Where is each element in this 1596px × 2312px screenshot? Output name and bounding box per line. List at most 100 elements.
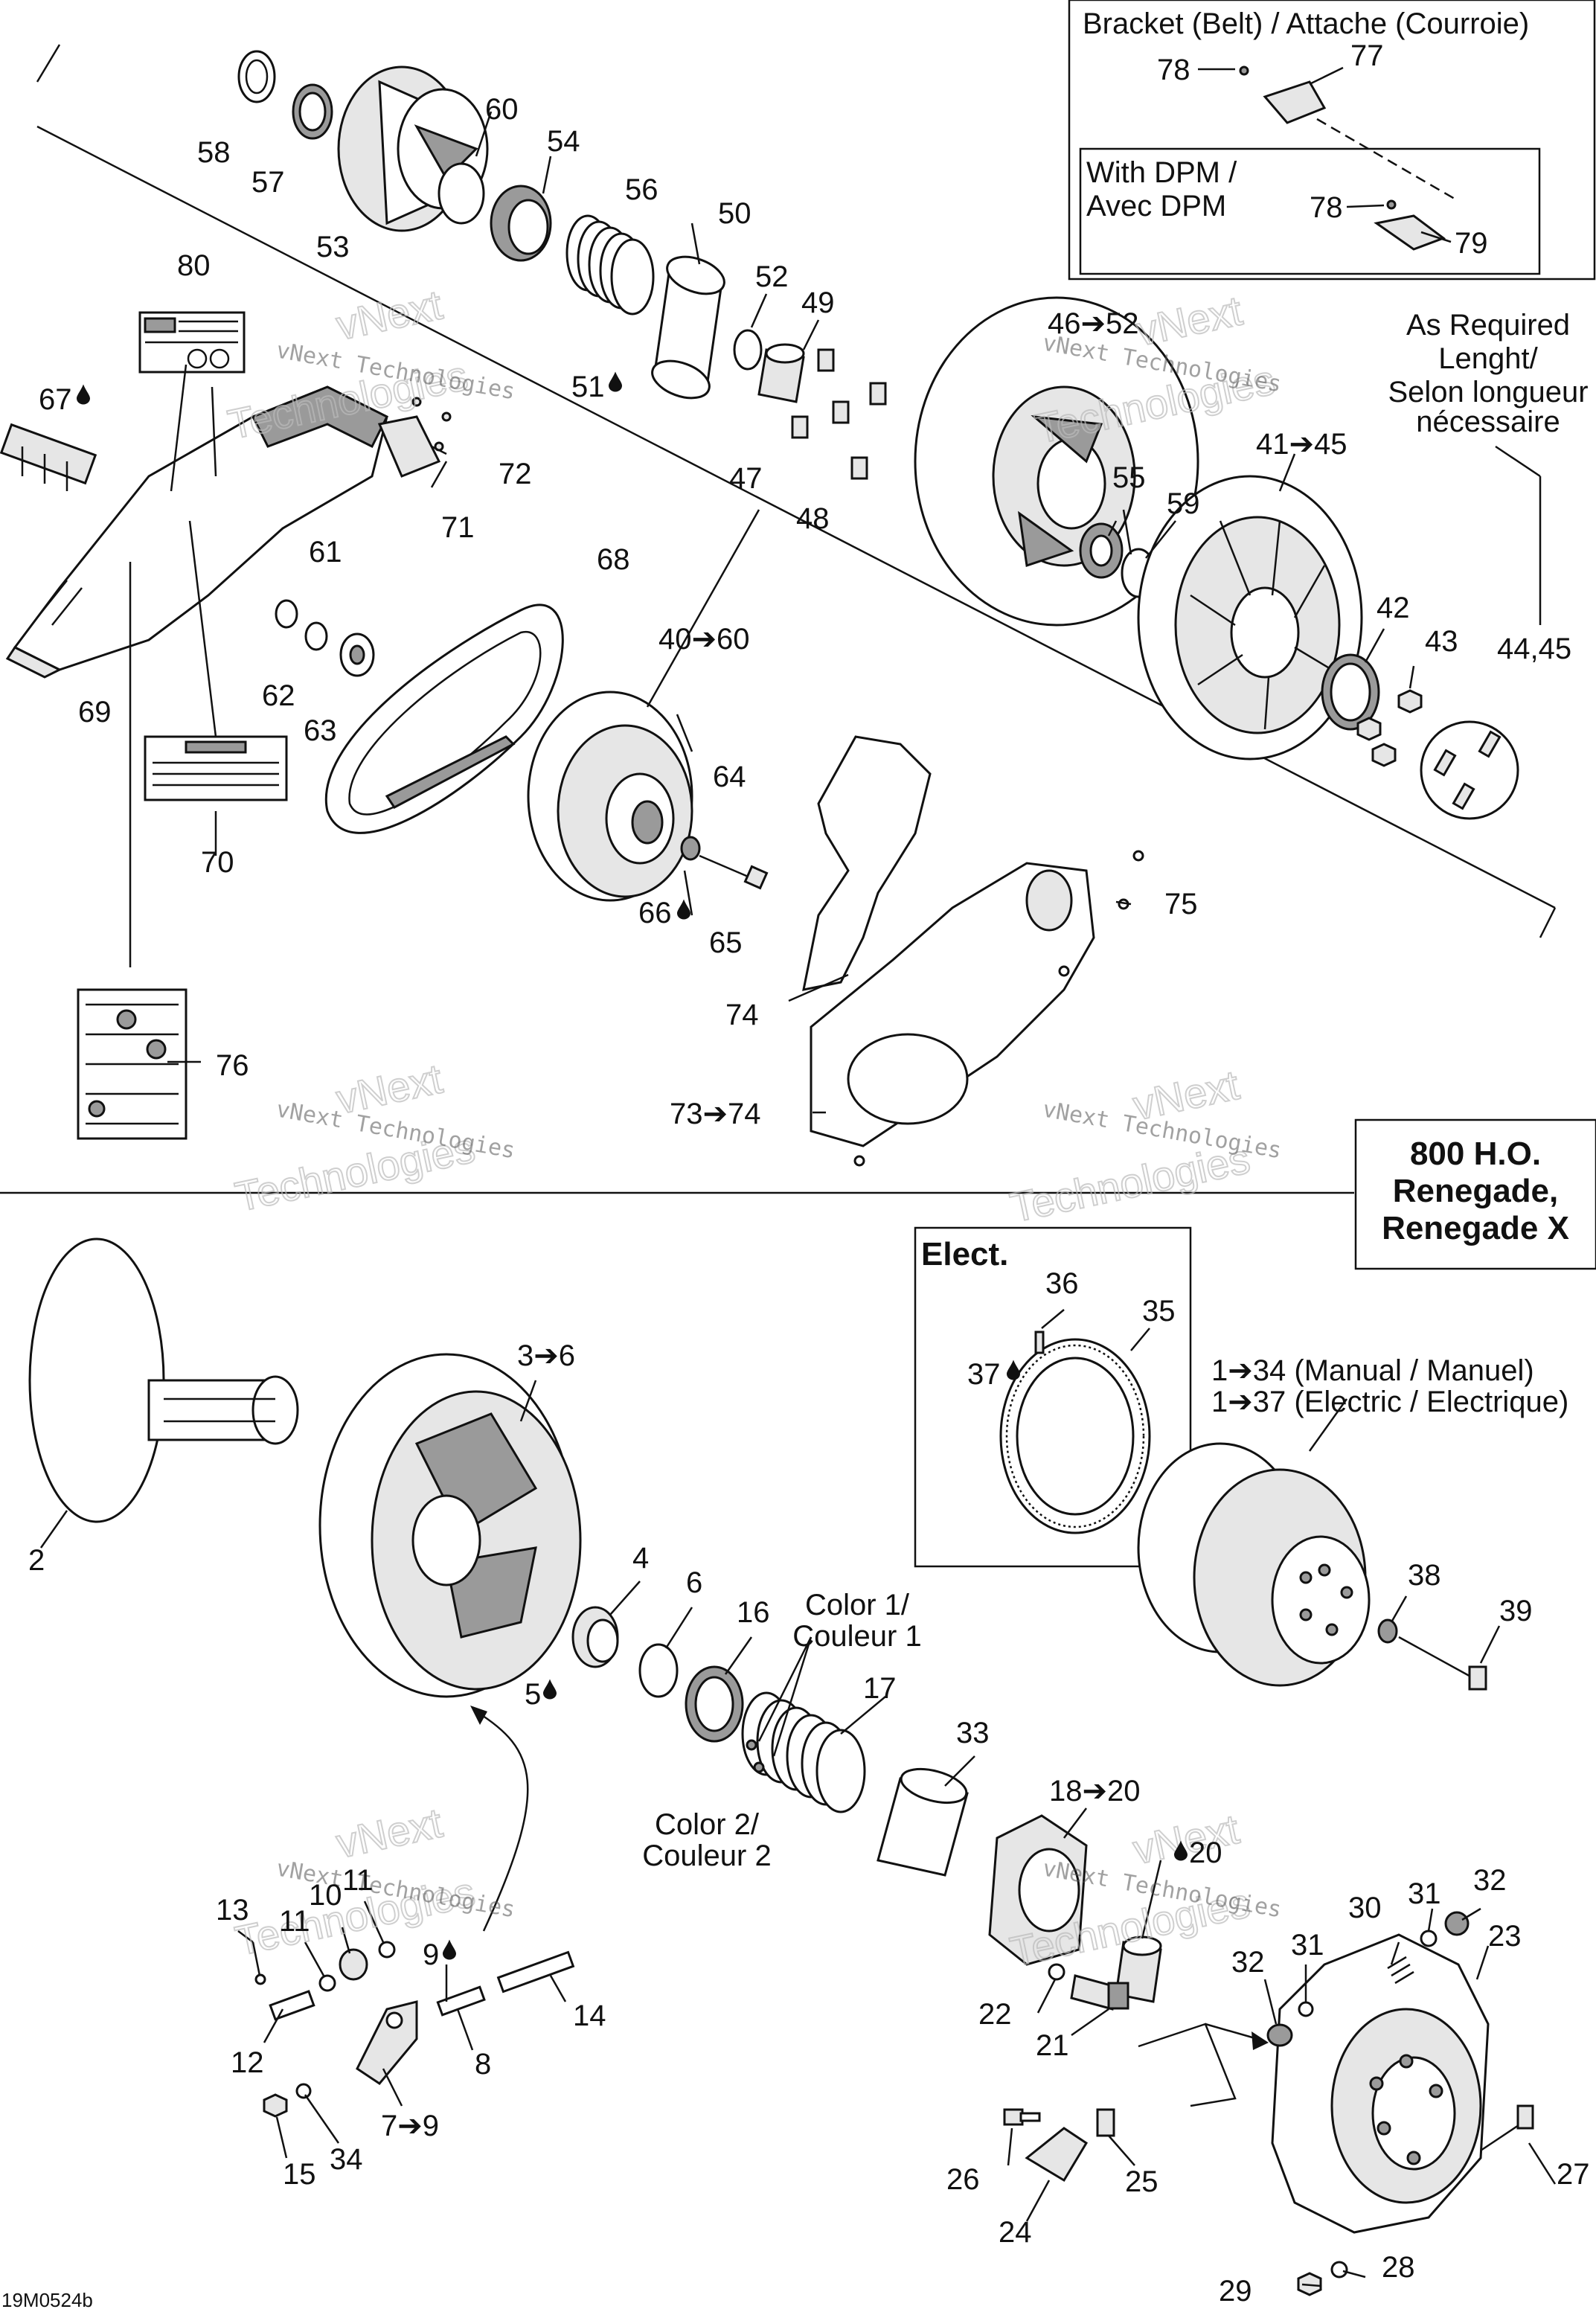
color-2-a: Color 2/ bbox=[655, 1808, 760, 1841]
part-22-washer bbox=[1048, 1963, 1065, 1981]
callout-76: 76 bbox=[216, 1049, 249, 1082]
part-34-washer bbox=[295, 2083, 312, 2099]
bracket-inset bbox=[1068, 0, 1596, 281]
range-electric: 1➔37 (Electric / Electrique) bbox=[1211, 1386, 1568, 1418]
callout-72: 72 bbox=[499, 458, 532, 490]
callout-42: 42 bbox=[1377, 592, 1410, 624]
part-3-6-movable-sheave bbox=[318, 1353, 582, 1698]
callout-62: 62 bbox=[262, 679, 295, 712]
callout-10: 10 bbox=[309, 1879, 342, 1912]
drop-icon bbox=[677, 899, 690, 920]
callout-66: 66 bbox=[638, 897, 672, 929]
drop-icon bbox=[77, 384, 90, 405]
callout-51: 51 bbox=[571, 371, 605, 403]
callout-20: 20 bbox=[1189, 1837, 1222, 1869]
part-52-ring bbox=[733, 329, 763, 371]
part-10-roller bbox=[339, 1948, 368, 1981]
part-11-washer-b bbox=[378, 1941, 396, 1959]
callout-44-45: 44,45 bbox=[1497, 633, 1571, 665]
drop-icon bbox=[543, 1679, 557, 1700]
color-1-b: Couleur 1 bbox=[792, 1620, 921, 1653]
part-30-spring bbox=[1387, 1956, 1414, 1985]
callout-49: 49 bbox=[801, 286, 835, 319]
part-21-bolt bbox=[1070, 1974, 1129, 2011]
callout-56: 56 bbox=[625, 173, 658, 206]
callout-64: 64 bbox=[713, 760, 746, 793]
drawing-code: 19M0524b bbox=[1, 2289, 93, 2311]
label-76-chart bbox=[77, 988, 188, 1140]
part-47-48-rollers bbox=[791, 348, 887, 480]
bottom-parts bbox=[28, 1237, 1557, 2296]
drop-icon bbox=[609, 371, 622, 392]
drop-icon bbox=[1007, 1360, 1020, 1380]
callout-47: 47 bbox=[729, 462, 763, 495]
callout-17: 17 bbox=[863, 1672, 897, 1705]
part-50-sleeve bbox=[651, 255, 725, 400]
callout-25: 25 bbox=[1125, 2165, 1158, 2198]
callout-61: 61 bbox=[309, 536, 342, 569]
callout-43: 43 bbox=[1425, 625, 1458, 658]
part-58-ring bbox=[237, 50, 276, 103]
callout-11-a: 11 bbox=[279, 1905, 310, 1938]
part-27-bolt bbox=[1480, 2104, 1534, 2152]
part-41-45-spider bbox=[1137, 475, 1363, 760]
model-line-3: Renegade X bbox=[1382, 1210, 1569, 1246]
callout-33: 33 bbox=[956, 1717, 990, 1749]
callout-55: 55 bbox=[1112, 461, 1146, 494]
part-26-bolt bbox=[1003, 2108, 1041, 2126]
part-62-washer bbox=[304, 621, 328, 651]
part-14-pin bbox=[496, 1950, 575, 1994]
part-11-washer-a bbox=[318, 1974, 336, 1992]
part-4-bushing bbox=[571, 1606, 619, 1668]
part-60-ring bbox=[438, 162, 485, 225]
callout-57: 57 bbox=[251, 166, 285, 199]
model-box bbox=[1354, 1118, 1596, 1270]
as-required-1: As Required bbox=[1406, 309, 1570, 342]
arrowhead-right bbox=[1252, 2031, 1269, 2050]
callout-58: 58 bbox=[197, 136, 231, 169]
part-29-nut bbox=[1297, 2272, 1322, 2296]
assembly-arrow-left bbox=[475, 1710, 529, 1932]
part-43-nuts bbox=[1356, 689, 1423, 767]
color-2-b: Couleur 2 bbox=[642, 1839, 771, 1872]
callout-69: 69 bbox=[78, 696, 112, 728]
bracket-title: Bracket (Belt) / Attache (Courroie) bbox=[1083, 7, 1529, 40]
callout-79: 79 bbox=[1455, 227, 1488, 260]
callout-6: 6 bbox=[686, 1566, 702, 1599]
callout-74: 74 bbox=[725, 999, 759, 1031]
part-12-pin bbox=[269, 1990, 315, 2021]
callout-22: 22 bbox=[978, 1998, 1012, 2031]
part-68-belt bbox=[324, 603, 564, 834]
callout-5: 5 bbox=[525, 1678, 541, 1711]
part-54-bushing bbox=[490, 185, 552, 262]
callout-46-52: 46➔52 bbox=[1048, 307, 1139, 340]
dpm-line-1: With DPM / bbox=[1086, 156, 1237, 189]
part-6-ring bbox=[638, 1643, 679, 1698]
label-80-decal bbox=[138, 311, 246, 374]
bottom-leader-lines bbox=[39, 1380, 1557, 2287]
top-leader-lines bbox=[129, 111, 1542, 1114]
part-15-nut bbox=[263, 2093, 288, 2118]
callout-28: 28 bbox=[1382, 2251, 1415, 2284]
part-44-45-screws bbox=[1420, 720, 1519, 820]
callout-8: 8 bbox=[475, 2048, 491, 2081]
callout-77: 77 bbox=[1350, 39, 1384, 72]
callout-29: 29 bbox=[1219, 2275, 1252, 2308]
callout-14: 14 bbox=[573, 1999, 606, 2032]
callout-32-a: 32 bbox=[1473, 1864, 1507, 1897]
model-line-1: 800 H.O. bbox=[1410, 1136, 1541, 1172]
as-required-4: nécessaire bbox=[1416, 406, 1560, 438]
callout-35: 35 bbox=[1142, 1295, 1176, 1328]
part-38-washer bbox=[1377, 1618, 1398, 1644]
part-18-20-spider bbox=[988, 1814, 1088, 1966]
part-56-spring bbox=[565, 214, 655, 316]
part-25-bolt bbox=[1096, 2108, 1115, 2137]
callout-54: 54 bbox=[547, 125, 580, 158]
callout-37: 37 bbox=[967, 1358, 1001, 1391]
part-71-bracket bbox=[377, 415, 441, 478]
callout-30: 30 bbox=[1348, 1892, 1382, 1924]
drop-icon bbox=[443, 1939, 456, 1960]
model-line-2: Renegade, bbox=[1393, 1173, 1559, 1209]
callout-80: 80 bbox=[177, 249, 211, 282]
callout-39: 39 bbox=[1499, 1595, 1533, 1627]
